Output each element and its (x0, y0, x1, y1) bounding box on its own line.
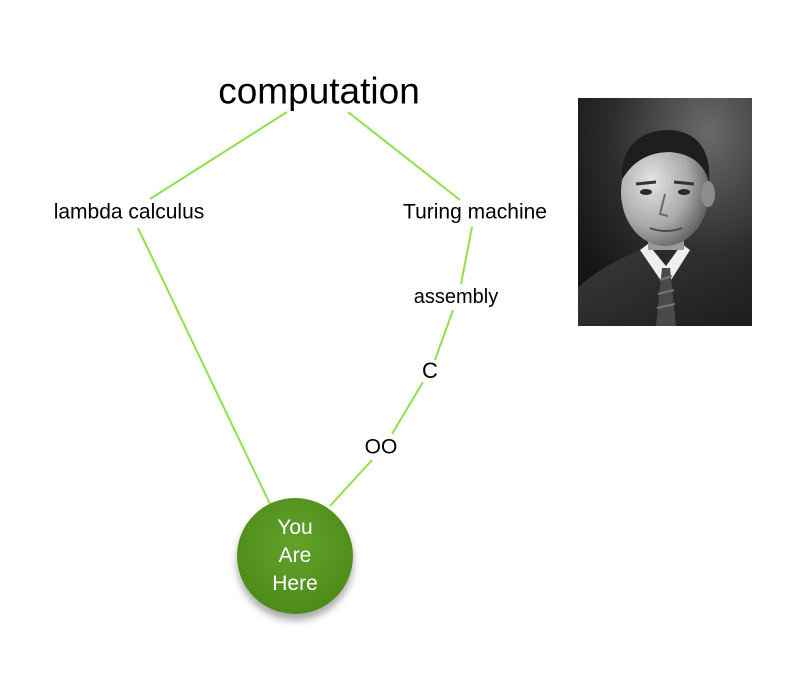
you-are-here-label: You Are Here (272, 516, 318, 595)
node-assembly: assembly (410, 287, 502, 307)
node-oo: OO (361, 436, 401, 458)
edge-lambda-you-are-here (137, 227, 271, 505)
portrait-tie (656, 268, 676, 326)
edge-computation-lambda (149, 111, 288, 200)
edge-c-oo (391, 381, 424, 435)
portrait-hair (621, 130, 710, 182)
portrait-face (621, 138, 709, 246)
node-c: C (419, 360, 441, 382)
edge-computation-turing (347, 111, 461, 201)
edge-turing-assembly (460, 226, 473, 285)
portrait-shirt-collar (640, 244, 690, 288)
node-turing-machine: Turing machine (400, 201, 550, 223)
node-lambda-calculus: lambda calculus (50, 201, 208, 223)
node-computation: computation (215, 72, 423, 110)
portrait-photo (578, 98, 752, 326)
edge-assembly-c (434, 309, 454, 361)
portrait-ear (701, 181, 715, 207)
you-are-here-node: You Are Here (237, 498, 353, 614)
edge-oo-you-are-here (329, 459, 373, 507)
